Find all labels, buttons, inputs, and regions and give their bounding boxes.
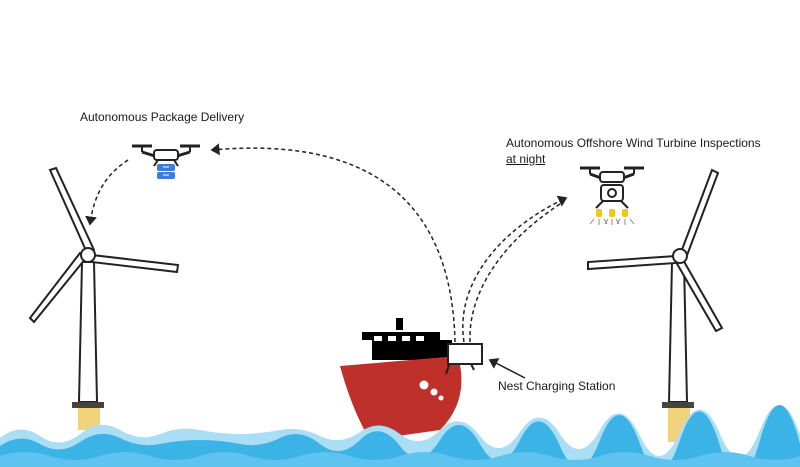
- ship-icon: [340, 318, 462, 440]
- flight-path-to-delivery: [210, 143, 456, 343]
- nest-pointer-arrow-icon: [488, 358, 526, 379]
- inspection-drone-icon: [580, 166, 644, 183]
- flight-path-from-ship: [462, 195, 568, 343]
- left-wind-turbine: [28, 166, 180, 430]
- delivery-label: Autonomous Package Delivery: [80, 110, 245, 124]
- package-icon: [157, 164, 175, 179]
- nest-charging-station: [445, 343, 483, 375]
- inspection-label-line2: at night: [506, 152, 546, 166]
- camera-icon: [595, 184, 629, 209]
- nest-label: Nest Charging Station: [498, 379, 616, 393]
- sea-waves: [0, 404, 800, 467]
- inspection-label: Autonomous Offshore Wind Turbine Inspect…: [506, 135, 761, 167]
- delivery-drone-icon: [132, 144, 200, 167]
- flight-path-to-turbine: [85, 159, 129, 226]
- flight-path-from-ship-2: [469, 203, 561, 343]
- inspection-label-line1: Autonomous Offshore Wind Turbine Inspect…: [506, 136, 761, 150]
- right-wind-turbine: [587, 168, 724, 442]
- light-beam-icon: [589, 209, 635, 225]
